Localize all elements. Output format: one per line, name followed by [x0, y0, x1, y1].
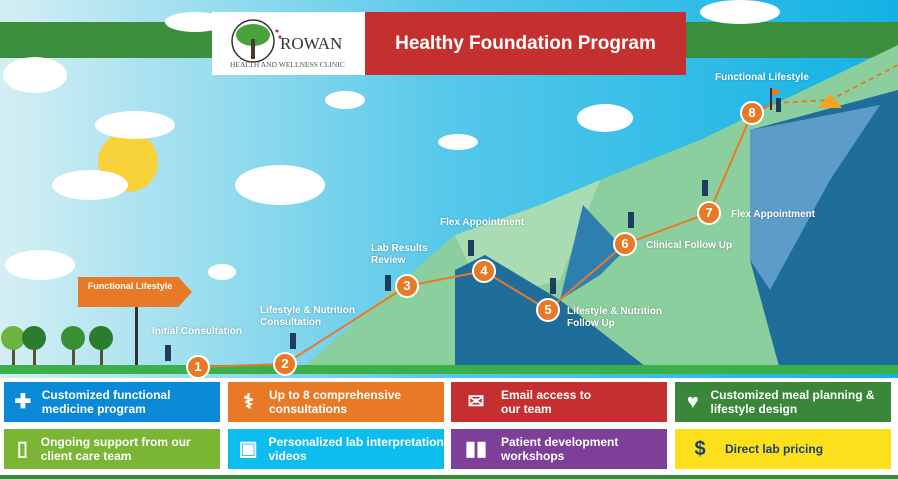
feature-tile: ✚ Customized functional medicine program [4, 382, 220, 422]
step-6-label: Clinical Follow Up [646, 240, 733, 251]
mountain-light [300, 45, 898, 370]
step-3-label: Lab Results Review [371, 243, 428, 266]
email-icon: ✉ [467, 391, 485, 413]
tree-logo-icon [231, 19, 282, 63]
feature-tile: ▯ Ongoing support from our client care te… [4, 429, 220, 469]
feature-tile: ✉ Email access to our team [451, 382, 667, 422]
feature-label: Up to 8 comprehensive consultations [269, 388, 402, 416]
bottom-green-band [0, 475, 898, 479]
feature-tile: ▮▮ Patient development workshops [451, 429, 667, 469]
phone-icon: ▯ [16, 438, 28, 460]
trees [1, 326, 113, 365]
step-8-label: Functional Lifestyle [715, 72, 809, 83]
sign-post [135, 300, 138, 365]
functional-lifestyle-sign: Functional Lifestyle [78, 277, 192, 307]
clinic-name: ROWAN [280, 34, 343, 53]
hiker-icons [165, 98, 781, 361]
ground [0, 365, 898, 374]
step-5-marker[interactable]: 5 [536, 298, 560, 322]
feature-label: Patient development workshops [501, 435, 619, 463]
step-2-marker[interactable]: 2 [273, 352, 297, 376]
feature-label: Personalized lab interpretation videos [268, 435, 444, 463]
clinic-subtitle: HEALTH AND WELLNESS CLINIC [230, 60, 345, 69]
clinic-logo: ROWAN HEALTH AND WELLNESS CLINIC [212, 12, 365, 75]
doctor-icon: ⚕ [243, 391, 254, 413]
flag-icon [772, 88, 782, 96]
feature-label: Ongoing support from our client care tea… [40, 435, 191, 463]
step-8-marker[interactable]: 8 [740, 101, 764, 125]
step-6-marker[interactable]: 6 [613, 232, 637, 256]
step-4-marker[interactable]: 4 [472, 259, 496, 283]
feature-label: Customized functional medicine program [41, 388, 171, 416]
step-1-marker[interactable]: 1 [186, 355, 210, 378]
feature-tile: ⚕ Up to 8 comprehensive consultations [228, 382, 444, 422]
feature-label: Email access to our team [501, 388, 592, 416]
feature-tile: $ Direct lab pricing [675, 429, 891, 469]
clouds [3, 0, 780, 280]
person-heart-icon: ♥ [686, 391, 699, 413]
header: ROWAN HEALTH AND WELLNESS CLINIC Healthy… [212, 12, 686, 75]
step-1-label: Initial Consultation [152, 326, 242, 337]
step-4-label: Flex Appointment [440, 217, 525, 228]
feature-tile: ▣ Personalized lab interpretation videos [228, 429, 444, 469]
step-7-marker[interactable]: 7 [697, 201, 721, 225]
feature-label: Direct lab pricing [725, 442, 824, 456]
price-bottle-icon: $ [694, 438, 706, 460]
step-5-label: Lifestyle & Nutrition Follow Up [567, 306, 663, 329]
tent-icon [818, 94, 842, 108]
step-7-label: Flex Appointment [731, 209, 816, 220]
medical-folder-icon: ✚ [14, 391, 32, 413]
program-title: Healthy Foundation Program [365, 12, 686, 75]
feature-tile: ♥ Customized meal planning & lifestyle de… [675, 382, 891, 422]
books-icon: ▮▮ [464, 438, 487, 460]
step-3-marker[interactable]: 3 [395, 274, 419, 298]
step-2-label: Lifestyle & Nutrition Consultation [260, 305, 356, 328]
feature-label: Customized meal planning & lifestyle des… [710, 388, 875, 416]
monitor-icon: ▣ [238, 438, 258, 460]
